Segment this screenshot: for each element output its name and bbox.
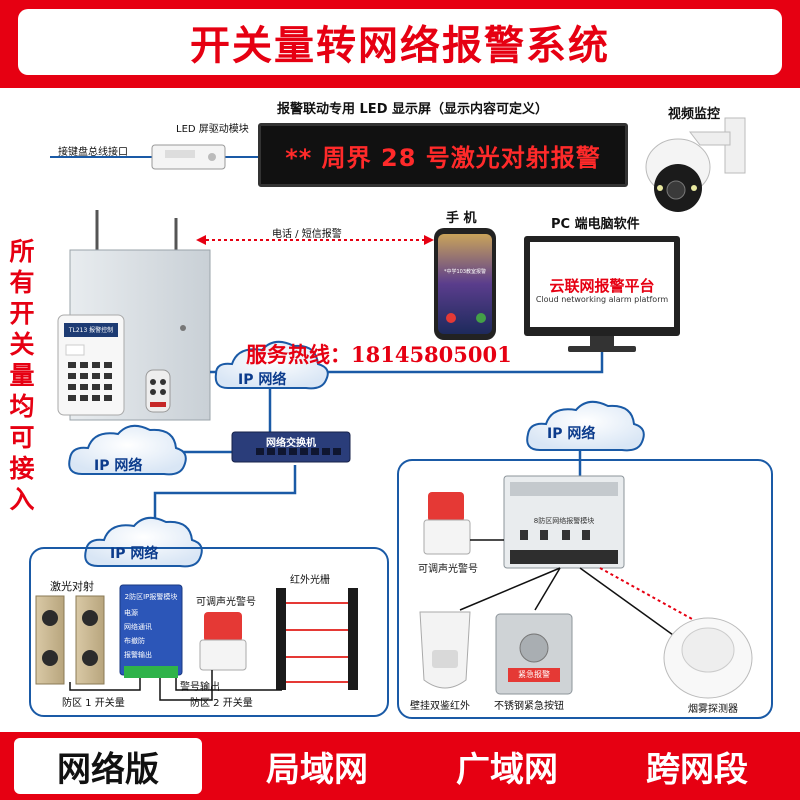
bus-interface-label: 接键盘总线接口 (58, 147, 128, 158)
infrared-label: 红外光栅 (290, 575, 330, 586)
two-zone-module-title: 2防区IP报警模块 (124, 593, 178, 601)
emergency-button-text: 紧急报警 (518, 670, 550, 679)
led-display-text: ** 周界 28 号激光对射报警 (285, 143, 601, 172)
right-strobe-label: 可调声光警号 (418, 564, 478, 575)
keypad (57, 314, 125, 416)
camera-icon (645, 117, 746, 212)
right-zone-panel (397, 459, 773, 719)
zone2-label: 防区 2 开关量 (190, 698, 253, 709)
network-features: 局域网 广域网 跨网段 (222, 738, 792, 794)
side-note-char: 接 (9, 454, 35, 483)
side-note-char: 量 (9, 361, 35, 390)
edition-box: 网络版 (14, 738, 202, 794)
phone-icon (434, 228, 496, 340)
smoke-detector-icon (663, 617, 753, 699)
phone-screen-text: *中学103教室报警 (443, 269, 487, 275)
led-display: ** 周界 28 号激光对射报警 (258, 123, 628, 187)
infrared-grating (276, 588, 358, 690)
edition-label: 网络版 (57, 749, 159, 790)
side-note-char: 可 (9, 423, 35, 452)
two-zone-module-items: 电源 网络通讯 布撤防 报警输出 (124, 606, 152, 662)
zone1-label: 防区 1 开关量 (62, 698, 125, 709)
cloud-right-label: IP 网络 (547, 426, 596, 442)
cloud-right (526, 400, 645, 452)
feature-lan: 局域网 (266, 749, 368, 790)
module-item: 报警输出 (124, 651, 152, 659)
pir-label: 壁挂双鉴红外 (410, 701, 470, 712)
feature-wan: 广域网 (456, 749, 558, 790)
side-note-char: 开 (9, 299, 35, 328)
module-item: 布撤防 (124, 637, 145, 645)
side-note: 所 有 开 关 量 均 可 接 入 (4, 236, 40, 515)
led-driver-label: LED 屏驱动模块 (176, 124, 249, 135)
led-caption: 报警联动专用 LED 显示屏（显示内容可定义） (277, 102, 549, 117)
laser-beam-detector (35, 595, 105, 685)
left-zone-panel (29, 547, 389, 717)
left-wires (69, 670, 282, 701)
side-note-char: 有 (9, 268, 35, 297)
cloud-bottom-left-label: IP 网络 (110, 546, 159, 562)
module-header: RJ45 (143, 576, 159, 584)
page-title: 开关量转网络报警系统 (190, 23, 610, 69)
strobe-siren-icon (199, 612, 247, 671)
side-note-char: 入 (9, 485, 35, 514)
right-wires (459, 567, 681, 641)
module-item: 电源 (124, 609, 138, 617)
pc-monitor-icon (524, 236, 680, 352)
cloud-top (214, 340, 329, 390)
side-note-char: 所 (9, 237, 35, 266)
keypad-screen-text: TL213 报警控制 (68, 327, 114, 334)
laser-label: 激光对射 (50, 580, 94, 593)
switch-label: 网络交换机 (266, 438, 316, 449)
led-driver-module (151, 144, 226, 170)
pir-detector-icon (419, 611, 471, 689)
network-switch (231, 431, 351, 463)
smoke-dotted-line (599, 567, 731, 641)
eight-zone-ip-module (503, 475, 625, 569)
cloud-left-label: IP 网络 (94, 458, 143, 474)
phone-label: 手 机 (446, 211, 477, 226)
cloud-top-label: IP 网络 (238, 372, 287, 388)
smoke-label: 烟雾探测器 (688, 704, 738, 715)
phone-link-line (196, 235, 434, 245)
module-item: 网络通讯 (124, 623, 152, 631)
side-note-char: 均 (9, 392, 35, 421)
platform-subtitle: Cloud networking alarm platform (535, 295, 669, 304)
title-box: 开关量转网络报警系统 (18, 9, 782, 75)
emergency-button-label: 不锈钢紧急按钮 (494, 701, 564, 712)
siren-output-label: 警号输出 (180, 682, 220, 693)
eight-zone-module-title: 8防区网络报警模块 (533, 517, 595, 525)
service-hotline: 服务热线：18145805001 (246, 342, 512, 367)
feature-cross-segment: 跨网段 (646, 749, 748, 790)
emergency-button-icon (495, 613, 573, 695)
phone-link-label: 电话 / 短信报警 (272, 229, 342, 240)
pc-label: PC 端电脑软件 (551, 217, 640, 232)
camera-label: 视频监控 (668, 107, 721, 122)
strobe-label: 可调声光警号 (196, 597, 256, 608)
two-zone-ip-module (119, 584, 183, 678)
side-note-char: 关 (9, 330, 35, 359)
strobe-siren-right-icon (423, 492, 504, 555)
remote-control-icon (145, 369, 171, 413)
platform-title: 云联网报警平台 (549, 277, 655, 295)
cloud-left (68, 424, 187, 476)
